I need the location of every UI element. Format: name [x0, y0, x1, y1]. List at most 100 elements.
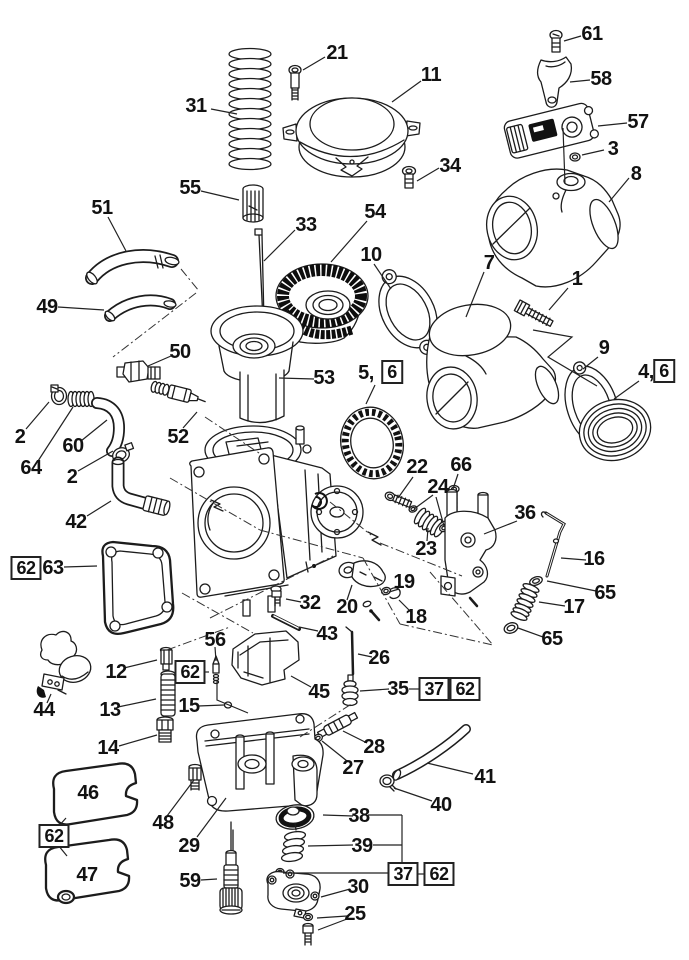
leader-line: [426, 762, 474, 775]
part-label-32: 32: [299, 592, 321, 614]
leader-line: [569, 79, 591, 83]
leader-line: [182, 411, 198, 429]
leader-line: [546, 580, 597, 592]
float-pin-part: [271, 614, 301, 631]
leader-line: [77, 450, 114, 472]
choke-spring-part: [510, 583, 540, 621]
part-label-22: 22: [406, 456, 428, 478]
leader-line: [316, 915, 348, 919]
jet-holder-part: [160, 670, 176, 717]
throttle-slide-part: [210, 305, 304, 424]
break-symbol: [367, 531, 382, 546]
enrichener-plunger-part: [150, 380, 206, 403]
part-label-25: 25: [344, 903, 366, 925]
boxed-part-label-62: 62: [174, 660, 206, 684]
carb-side-seal-part: [340, 406, 404, 480]
part-label-7: 7: [483, 252, 495, 274]
leader-line: [452, 473, 459, 490]
part-label-39: 39: [351, 835, 373, 857]
part-label-46: 46: [77, 782, 99, 804]
manifold-seal-part: [578, 398, 652, 462]
part-label-59: 59: [179, 870, 201, 892]
leader-line: [581, 149, 605, 156]
pump-cover-part: [266, 869, 321, 919]
part-label-13: 13: [99, 699, 121, 721]
cover-screw-short-part: [401, 165, 417, 189]
part-label-20: 20: [336, 596, 358, 618]
leader-line: [46, 693, 52, 704]
leader-line: [365, 384, 376, 405]
diaphragm-cover-part: [282, 97, 421, 178]
leader-line: [346, 584, 353, 601]
lever-washer-part: [380, 586, 392, 596]
part-label-2: 2: [66, 466, 78, 488]
part-label-26: 26: [368, 647, 390, 669]
pump-spring-part: [280, 830, 307, 863]
rod-oring-upper-part: [529, 575, 543, 587]
part-label-64: 64: [20, 457, 42, 479]
phantom-line: [399, 623, 494, 646]
phantom-line: [169, 477, 261, 531]
cable-bracket-part: [440, 488, 497, 608]
leader-line: [393, 787, 433, 802]
bracket-screw-part: [549, 29, 563, 53]
top-cover-gasket-part: [101, 540, 175, 635]
phantom-line: [429, 571, 494, 646]
slide-spring-part: [228, 47, 272, 171]
part-label-33: 33: [295, 214, 317, 236]
part-label-60: 60: [62, 435, 84, 457]
part-label-28: 28: [363, 736, 385, 758]
leader-line: [548, 287, 569, 311]
throttle-stop-spring-part: [413, 507, 447, 538]
leader-line: [196, 797, 227, 838]
part-label-15: 15: [178, 695, 200, 717]
phantom-line: [299, 702, 354, 738]
leader-line: [285, 598, 302, 603]
boxed-part-label-62: 62: [423, 862, 455, 886]
leader-line: [57, 306, 105, 311]
float-assembly-part: [36, 630, 92, 698]
leader-line: [391, 80, 422, 103]
leader-line: [373, 263, 392, 290]
pump-cover-screw-part: [302, 912, 314, 946]
leader-line: [388, 588, 400, 593]
hose-clamp-upper-part: [50, 384, 68, 406]
part-label-1: 1: [571, 268, 583, 290]
part-label-44: 44: [33, 699, 55, 721]
phantom-line: [181, 592, 254, 634]
part-label-38: 38: [348, 805, 370, 827]
part-label-65: 65: [594, 582, 616, 604]
part-label-8: 8: [630, 163, 642, 185]
leader-line: [290, 675, 312, 688]
overflow-hose-part: [91, 397, 126, 457]
part-label-58: 58: [590, 68, 612, 90]
leader-line: [357, 653, 373, 658]
phantom-line: [259, 529, 364, 559]
leader-line: [320, 888, 351, 898]
overflow-spring-part: [67, 390, 95, 408]
fuel-hose-clamp-part: [379, 774, 397, 792]
leader-line: [597, 122, 628, 127]
part-label-4,: 4,: [638, 361, 654, 383]
manifold-bolt-part: [513, 299, 554, 327]
leader-line: [321, 740, 348, 762]
phantom-line: [166, 626, 231, 651]
leader-line: [118, 734, 158, 747]
cover-screw-part: [288, 64, 302, 101]
part-label-66: 66: [450, 454, 472, 476]
leader-line: [166, 779, 195, 817]
part-label-5,: 5,: [358, 362, 374, 384]
leader-line: [107, 216, 127, 252]
boxed-part-label-6: 6: [653, 359, 675, 383]
part-label-27: 27: [342, 757, 364, 779]
rubber-manifold-part: [426, 303, 560, 430]
part-label-29: 29: [178, 835, 200, 857]
part-label-10: 10: [360, 244, 382, 266]
leader-line: [302, 56, 326, 71]
part-label-17: 17: [563, 596, 585, 618]
part-label-34: 34: [439, 155, 461, 177]
leader-line: [80, 419, 108, 442]
leader-line: [63, 565, 98, 568]
retaining-clip-part: [389, 587, 401, 600]
